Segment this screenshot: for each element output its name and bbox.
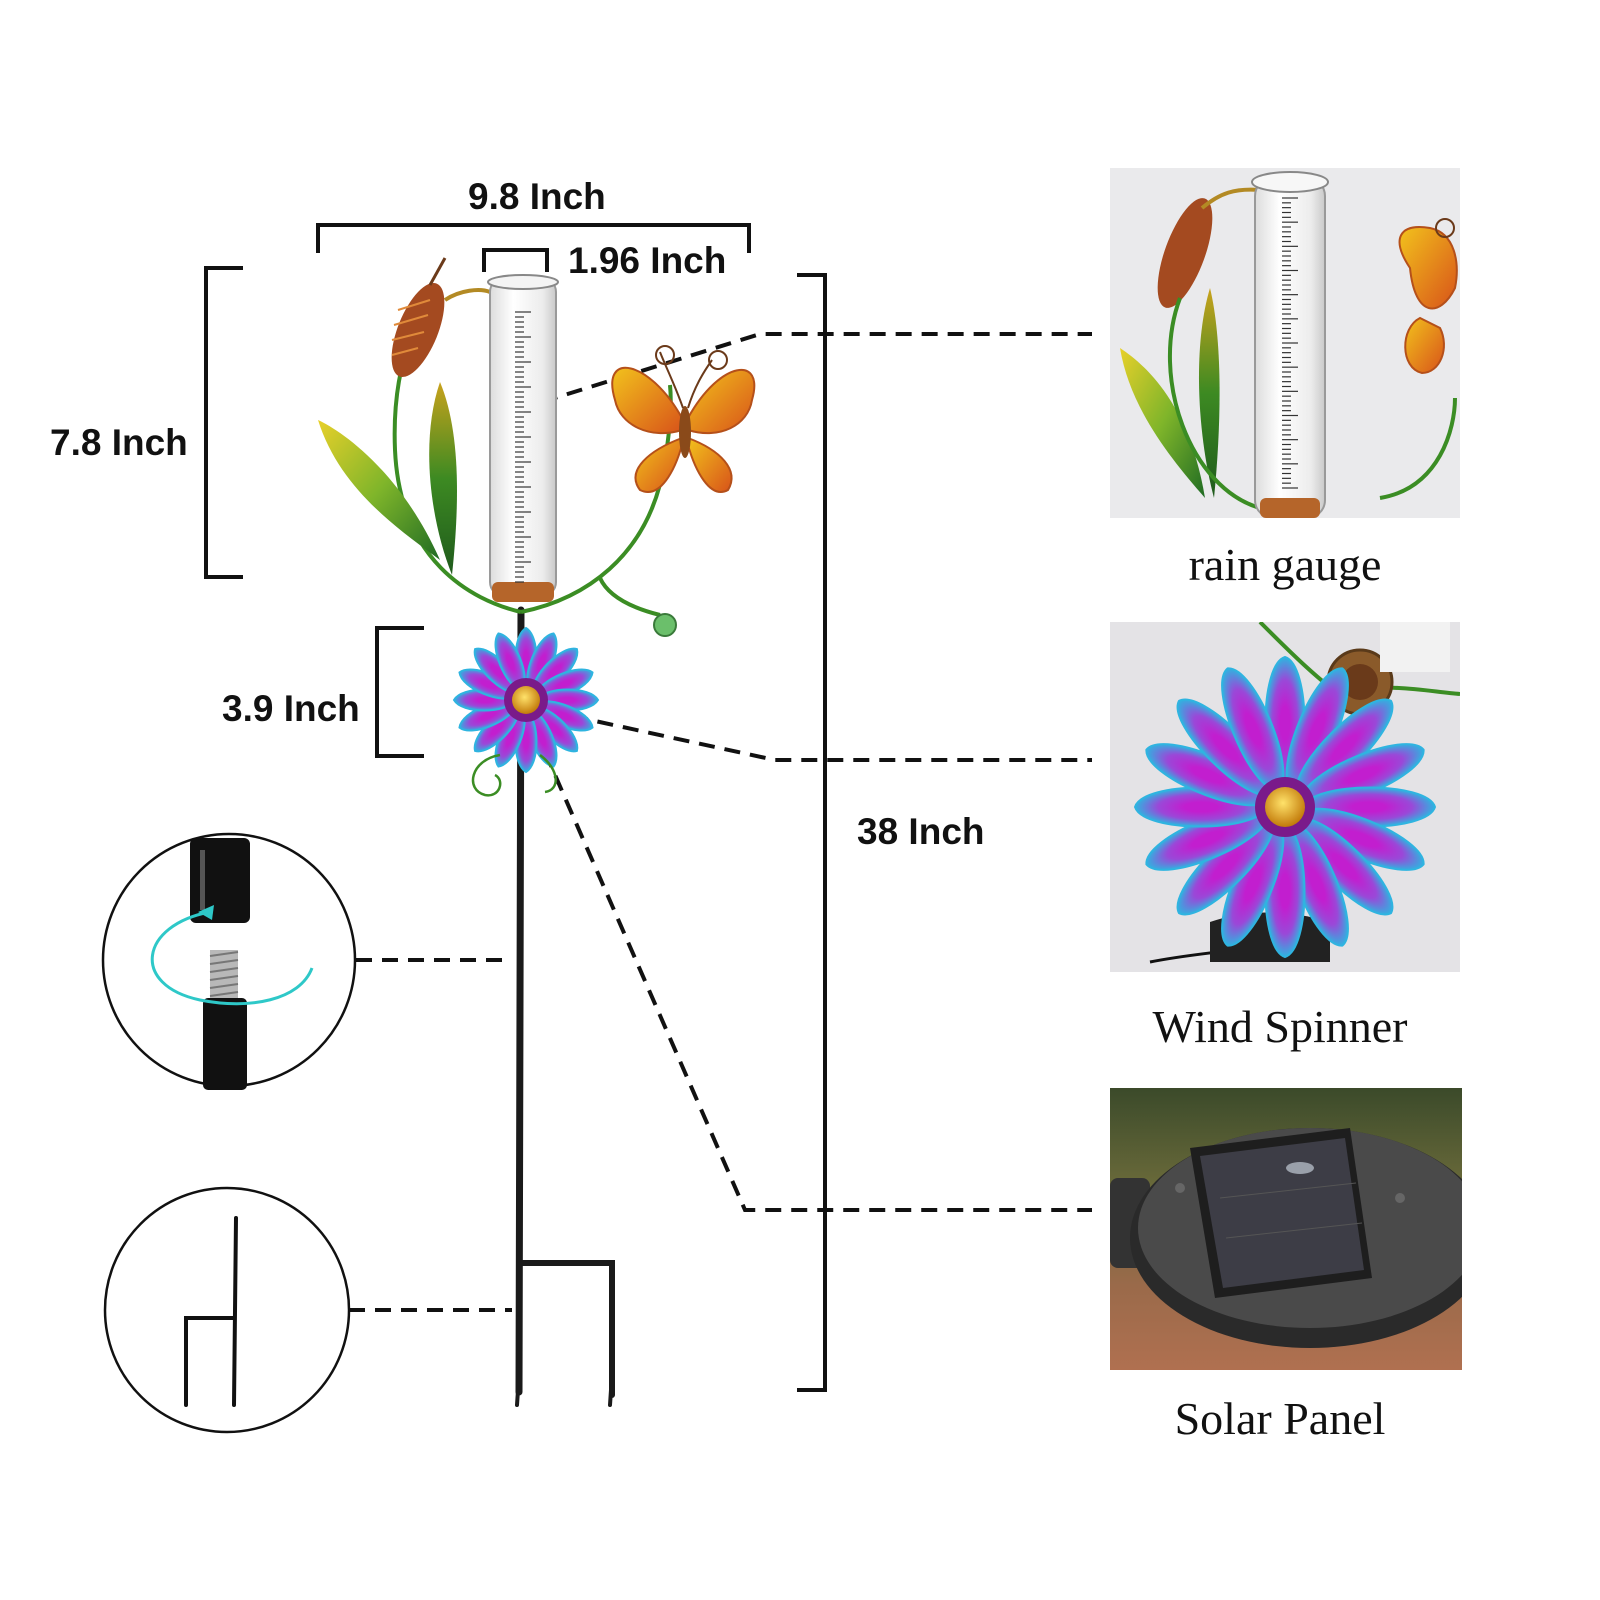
rain-gauge-label: rain gauge — [1188, 539, 1382, 590]
spinner-tendril — [471, 753, 502, 797]
tube-width-bracket — [482, 248, 549, 272]
rain-gauge-tube — [487, 274, 559, 602]
total-width-label: 9.8 Inch — [468, 176, 606, 217]
cattail — [391, 257, 447, 377]
rain-gauge-photo — [1110, 168, 1460, 518]
solar-panel-photo — [1110, 1088, 1462, 1370]
gauge-height-label: 7.8 Inch — [50, 422, 188, 463]
gauge-height-bracket — [204, 266, 243, 579]
wind-spinner-flower — [452, 626, 600, 774]
spinner-height-label: 3.9 Inch — [222, 688, 360, 729]
leaf-middle — [429, 382, 457, 575]
butterfly — [611, 345, 756, 493]
total-height-label: 38 Inch — [857, 811, 985, 852]
leader-rain-gauge — [541, 332, 1092, 404]
spinner-height-bracket — [375, 626, 424, 758]
ground-stake-detail — [103, 1186, 351, 1434]
solar-panel-label: Solar Panel — [1174, 1393, 1386, 1444]
green-bead — [653, 613, 677, 637]
leader-wind-spinner — [571, 714, 1092, 762]
wind-spinner-photo — [1110, 622, 1460, 972]
leader-lines — [349, 332, 1092, 1312]
threaded-connector-detail — [101, 832, 357, 1090]
leaf-left — [318, 420, 440, 560]
width-bracket — [316, 223, 751, 253]
leader-solar-panel — [543, 751, 1092, 1212]
wind-spinner-label: Wind Spinner — [1152, 1001, 1408, 1052]
tube-width-label: 1.96 Inch — [568, 240, 727, 281]
dimension-brackets — [204, 223, 827, 1392]
total-height-bracket — [797, 273, 827, 1392]
